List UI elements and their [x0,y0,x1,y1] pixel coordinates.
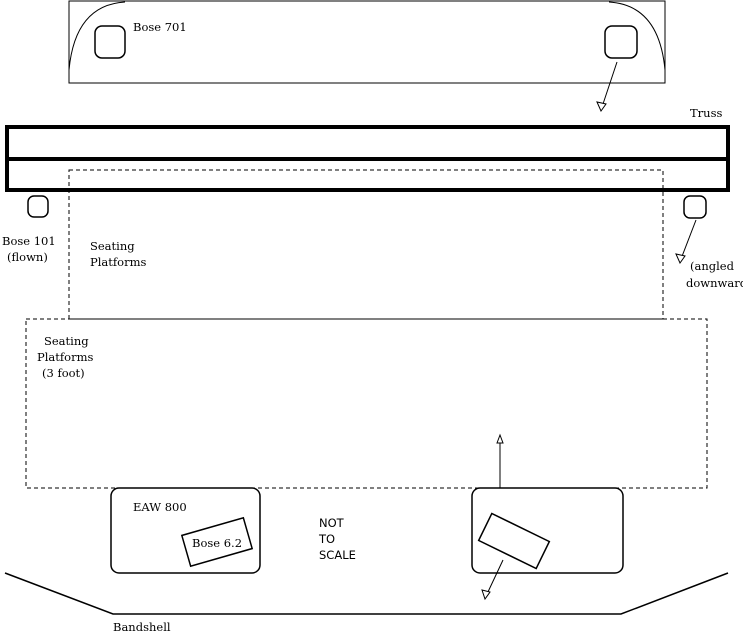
not-to-scale-line-1: NOT [319,516,345,530]
eaw-800-left-box [110,487,261,574]
truss-label: Truss [690,106,722,120]
bose-701-arrow-line [601,61,618,108]
angled-label-2: downward) [686,276,743,290]
right-speaker-arrow-line [486,559,504,595]
seating-lower-label-2: Platforms [37,350,93,364]
bose-101-label-2: (flown) [7,250,48,264]
seating-platforms-upper [68,169,664,320]
bose-6-2-left-speaker [180,516,254,568]
rear-stage-area [68,0,666,84]
bose-701-left-speaker [94,25,126,59]
bose-101-arrow-head [675,253,686,265]
bose-101-left-speaker [27,195,49,218]
seating-upper-label-2: Platforms [90,255,146,269]
eaw-800-right-box [471,487,624,574]
eaw-800-label: EAW 800 [133,500,187,514]
not-to-scale-line-2: TO [318,532,335,546]
seating-upper-label-1: Seating [90,239,135,253]
bose-101-right-speaker [683,195,707,219]
bose-101-label-1: Bose 101 [2,234,56,248]
rear-left-curve [68,1,126,71]
rear-right-curve [608,1,666,71]
bose-701-label: Bose 701 [133,20,187,34]
bose-701-arrow-head [596,101,607,113]
right-speaker-arrow-head [481,589,491,601]
bandshell-outline [4,572,729,615]
bose-6-2-right-speaker [477,512,551,570]
bose-6-2-label: Bose 6.2 [192,536,242,550]
not-to-scale-line-3: SCALE [319,548,356,562]
seating-lower-label-3: (3 foot) [42,366,85,380]
seating-platforms-lower [25,318,708,489]
angled-label-1: (angled [690,259,735,273]
monitor-arrow-up-head [496,433,504,444]
bose-101-arrow-line [680,219,697,260]
bandshell-label: Bandshell [113,620,171,633]
seating-lower-label-1: Seating [44,334,89,348]
bose-701-right-speaker [604,25,638,59]
